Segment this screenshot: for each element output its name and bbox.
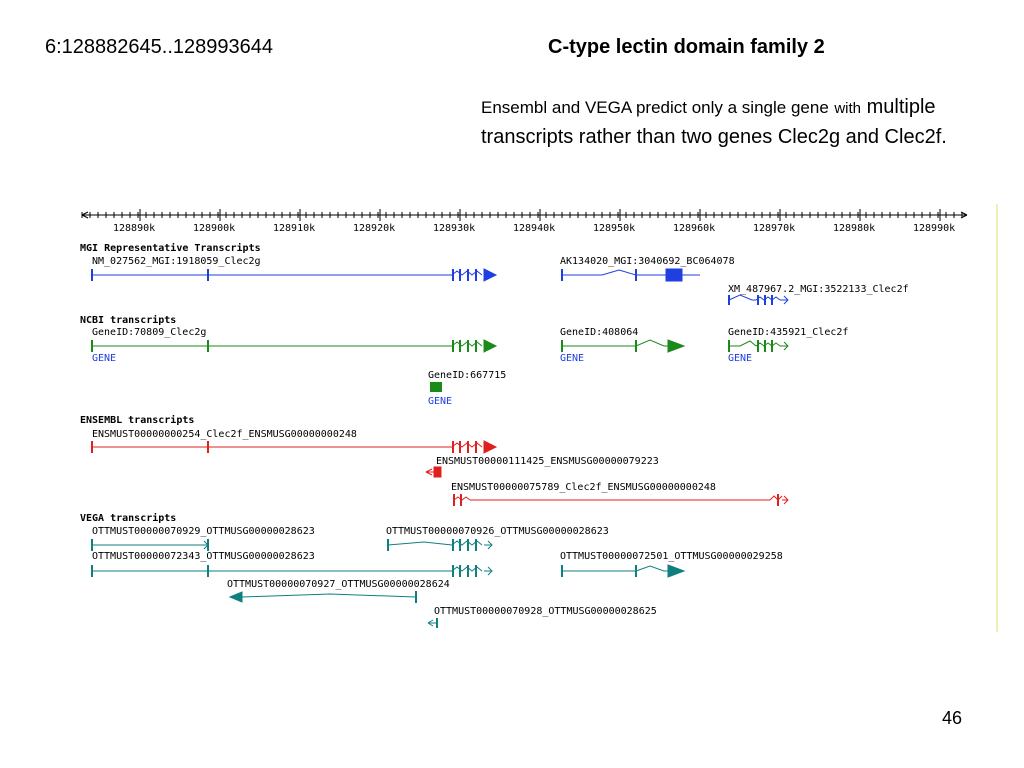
label-vega-70928[interactable]: OTTMUST00000070928_OTTMUSG00000028625: [434, 606, 657, 617]
genome-browser-panel: 128890k 128900k 128910k 128920k 128930k 12894…: [52, 204, 998, 632]
track-vega-70929[interactable]: [91, 539, 209, 551]
ruler-tick-label: 128900k: [193, 223, 235, 234]
ruler-tick-label: 128980k: [833, 223, 875, 234]
label-vega-70927[interactable]: OTTMUST00000070927_OTTMUSG00000028624: [227, 579, 450, 590]
section-ensembl: ENSEMBL transcripts: [80, 414, 194, 426]
gene-link-435921[interactable]: GENE: [728, 353, 752, 364]
ruler-tick-label: 128950k: [593, 223, 635, 234]
track-mgi-clec2f[interactable]: [728, 294, 789, 305]
description-part-3: multiple transcripts rather than two gen…: [481, 96, 947, 148]
page-number: 46: [942, 708, 963, 728]
genome-browser-svg: 128890k 128900k 128910k 128920k 128930k 12894…: [80, 209, 968, 628]
ruler-tick-label: 128940k: [513, 223, 555, 234]
label-vega-72343[interactable]: OTTMUST00000072343_OTTMUSG00000028623: [92, 551, 315, 562]
label-vega-70929[interactable]: OTTMUST00000070929_OTTMUSG00000028623: [92, 526, 315, 537]
genomic-coordinates: 6:128882645..128993644: [45, 36, 274, 58]
track-vega-72343[interactable]: [91, 565, 493, 577]
gene-link-70809[interactable]: GENE: [92, 353, 116, 364]
gene-link-667715[interactable]: GENE: [428, 396, 452, 407]
track-ncbi-667715[interactable]: [430, 382, 442, 392]
description-text: Ensembl and VEGA predict only a single g…: [481, 93, 961, 152]
slide-title: C-type lectin domain family 2: [548, 36, 825, 58]
label-ncbi-667715[interactable]: GeneID:667715: [428, 370, 506, 381]
label-ncbi-408064[interactable]: GeneID:408064: [560, 327, 638, 338]
track-vega-70926[interactable]: [387, 539, 493, 551]
ruler-tick-label: 128920k: [353, 223, 395, 234]
ruler-tick-label: 128910k: [273, 223, 315, 234]
section-mgi: MGI Representative Transcripts: [80, 242, 261, 254]
description-part-1: Ensembl and VEGA predict only a single g…: [481, 98, 829, 117]
label-ncbi-70809[interactable]: GeneID:70809_Clec2g: [92, 327, 206, 338]
label-ncbi-435921[interactable]: GeneID:435921_Clec2f: [728, 327, 848, 338]
track-ens-254[interactable]: [91, 440, 498, 454]
track-mgi-ak134020[interactable]: [561, 268, 700, 282]
track-mgi-clec2g[interactable]: [91, 268, 498, 282]
label-mgi-ak134020[interactable]: AK134020_MGI:3040692_BC064078: [560, 256, 735, 267]
track-ncbi-70809[interactable]: [91, 339, 498, 353]
track-vega-70927[interactable]: [228, 591, 417, 603]
track-ens-75789[interactable]: [453, 494, 789, 506]
gene-link-408064[interactable]: GENE: [560, 353, 584, 364]
ruler-tick-label: 128890k: [113, 223, 155, 234]
label-vega-70926[interactable]: OTTMUST00000070926_OTTMUSG00000028623: [386, 526, 609, 537]
label-ens-254[interactable]: ENSMUST00000000254_Clec2f_ENSMUSG0000000…: [92, 429, 357, 440]
label-ens-111425[interactable]: ENSMUST00000111425_ENSMUSG00000079223: [436, 456, 659, 467]
label-ens-75789[interactable]: ENSMUST00000075789_Clec2f_ENSMUSG0000000…: [451, 482, 716, 493]
track-vega-70928[interactable]: [427, 618, 438, 628]
section-ncbi: NCBI transcripts: [80, 314, 176, 326]
label-vega-72501[interactable]: OTTMUST00000072501_OTTMUSG00000029258: [560, 551, 783, 562]
ruler-tick-label: 128930k: [433, 223, 475, 234]
ruler-tick-label: 128990k: [913, 223, 955, 234]
track-ens-111425[interactable]: [425, 466, 442, 478]
ruler-tick-label: 128960k: [673, 223, 715, 234]
track-vega-72501[interactable]: [561, 564, 686, 578]
label-mgi-clec2g[interactable]: NM_027562_MGI:1918059_Clec2g: [92, 256, 261, 267]
description-part-2: with: [834, 100, 862, 117]
track-ncbi-408064[interactable]: [561, 339, 686, 353]
track-ncbi-435921[interactable]: [728, 340, 789, 352]
ruler-tick-label: 128970k: [753, 223, 795, 234]
section-vega: VEGA transcripts: [80, 512, 176, 524]
label-mgi-clec2f[interactable]: XM_487967.2_MGI:3522133_Clec2f: [728, 284, 909, 295]
scale-ruler: 128890k 128900k 128910k 128920k 128930k 12894…: [81, 209, 968, 234]
